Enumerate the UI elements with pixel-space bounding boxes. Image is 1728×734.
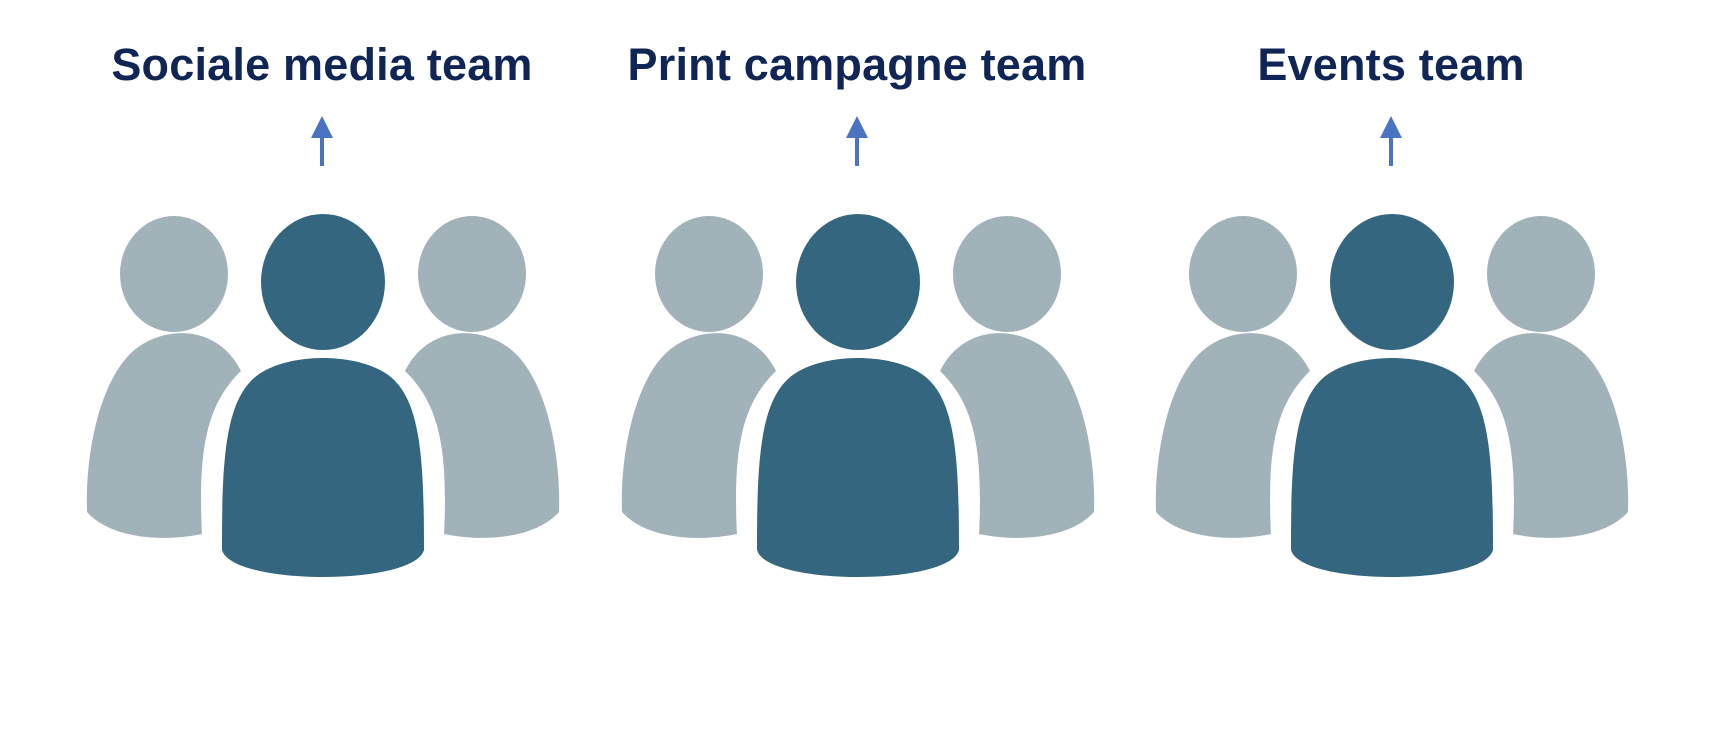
team-column-events: Events team [1111, 0, 1671, 734]
person-body-center [222, 358, 424, 577]
person-body-left [621, 333, 776, 538]
person-body-left [86, 333, 241, 538]
people-group-icon [1155, 214, 1629, 577]
person-body-center [1291, 358, 1493, 577]
team-title: Print campagne team [627, 39, 1087, 90]
person-body-left [1155, 333, 1310, 538]
up-arrow-icon [311, 116, 333, 166]
person-body-center [757, 358, 959, 577]
person-head-right [953, 216, 1061, 332]
up-arrow-icon [1380, 116, 1402, 166]
team-column-social-media: Sociale media team [42, 0, 602, 734]
person-body-right [940, 333, 1095, 538]
person-body-right [1474, 333, 1629, 538]
people-group-icon [621, 214, 1095, 577]
person-head-left [1189, 216, 1297, 332]
person-head-center [796, 214, 920, 350]
team-title: Events team [1257, 39, 1525, 90]
team-title: Sociale media team [111, 39, 533, 90]
person-head-left [120, 216, 228, 332]
person-head-right [418, 216, 526, 332]
team-column-print-campaign: Print campagne team [577, 0, 1137, 734]
person-head-right [1487, 216, 1595, 332]
person-head-center [261, 214, 385, 350]
person-head-left [655, 216, 763, 332]
person-head-center [1330, 214, 1454, 350]
person-body-right [405, 333, 560, 538]
up-arrow-icon [846, 116, 868, 166]
people-group-icon [86, 214, 560, 577]
